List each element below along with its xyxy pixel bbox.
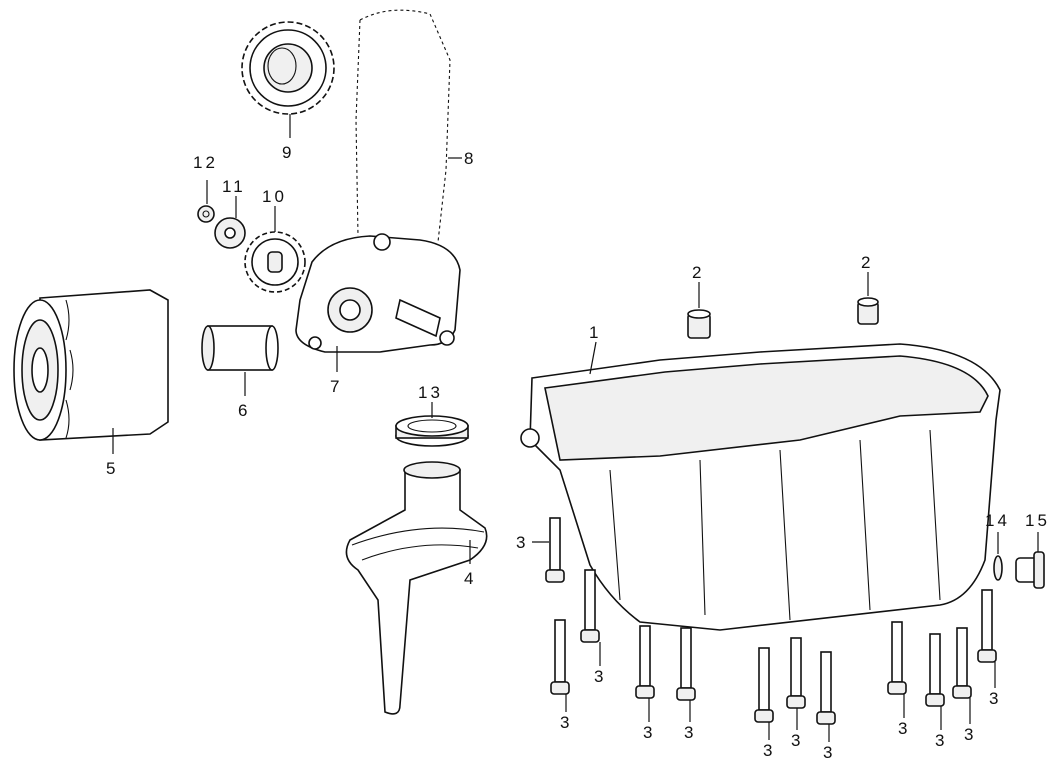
part-13-seal: [395, 415, 469, 447]
callout-5: 5: [106, 459, 118, 478]
callout-2b: 2: [861, 253, 873, 272]
part-1-oil-pan: [520, 343, 1001, 631]
callout-15: 15: [1025, 511, 1050, 530]
callout-14: 14: [985, 511, 1010, 530]
bolt-3: [550, 619, 570, 695]
bolt-2: [580, 569, 600, 643]
part-14-washer: [993, 555, 1003, 581]
part-15-drain-bolt: [1015, 551, 1045, 589]
part-5-oil-filter: [13, 289, 169, 441]
callout-4: 4: [464, 569, 476, 588]
callout-12: 12: [193, 153, 218, 172]
callout-3-10: 3: [935, 731, 947, 750]
part-12-nut: [197, 205, 215, 223]
bolt-9: [887, 621, 907, 695]
callout-7: 7: [330, 377, 342, 396]
part-8-chain: [355, 9, 451, 243]
part-11-washer: [214, 217, 246, 249]
callout-9: 9: [282, 143, 294, 162]
callout-6: 6: [238, 401, 250, 420]
callout-3-8: 3: [823, 743, 835, 762]
callout-3-6: 3: [763, 741, 775, 760]
callout-3-5: 3: [684, 723, 696, 742]
callout-3-2: 3: [594, 667, 606, 686]
bolt-10: [925, 633, 945, 707]
callout-13: 13: [418, 383, 443, 402]
part-10-pump-sprocket: [244, 231, 306, 293]
callout-10: 10: [262, 187, 287, 206]
callout-8: 8: [464, 149, 476, 168]
callout-2a: 2: [692, 263, 704, 282]
callout-3-1: 3: [516, 533, 528, 552]
callout-3-12: 3: [989, 689, 1001, 708]
callout-3-3: 3: [560, 713, 572, 732]
callout-1: 1: [589, 323, 601, 342]
callout-11: 11: [222, 177, 246, 196]
bolt-8: [816, 651, 836, 725]
leader-1: [589, 341, 597, 375]
bolt-1: [545, 517, 565, 583]
part-2-dowel-right: [857, 297, 879, 325]
part-6-sleeve: [201, 325, 279, 371]
part-2-dowel-left: [687, 309, 711, 339]
callout-3-4: 3: [643, 723, 655, 742]
callout-3-11: 3: [964, 725, 976, 744]
part-4-oil-strainer: [345, 461, 488, 715]
bolt-5: [676, 627, 696, 701]
part-9-sprocket: [241, 21, 335, 115]
callout-3-7: 3: [791, 731, 803, 750]
bolt-7: [786, 637, 806, 709]
bolt-11: [952, 627, 972, 699]
part-7-oil-pump: [295, 233, 461, 353]
bolt-4: [635, 625, 655, 699]
bolt-6: [754, 647, 774, 723]
callout-3-9: 3: [898, 719, 910, 738]
bolt-12: [977, 589, 997, 663]
